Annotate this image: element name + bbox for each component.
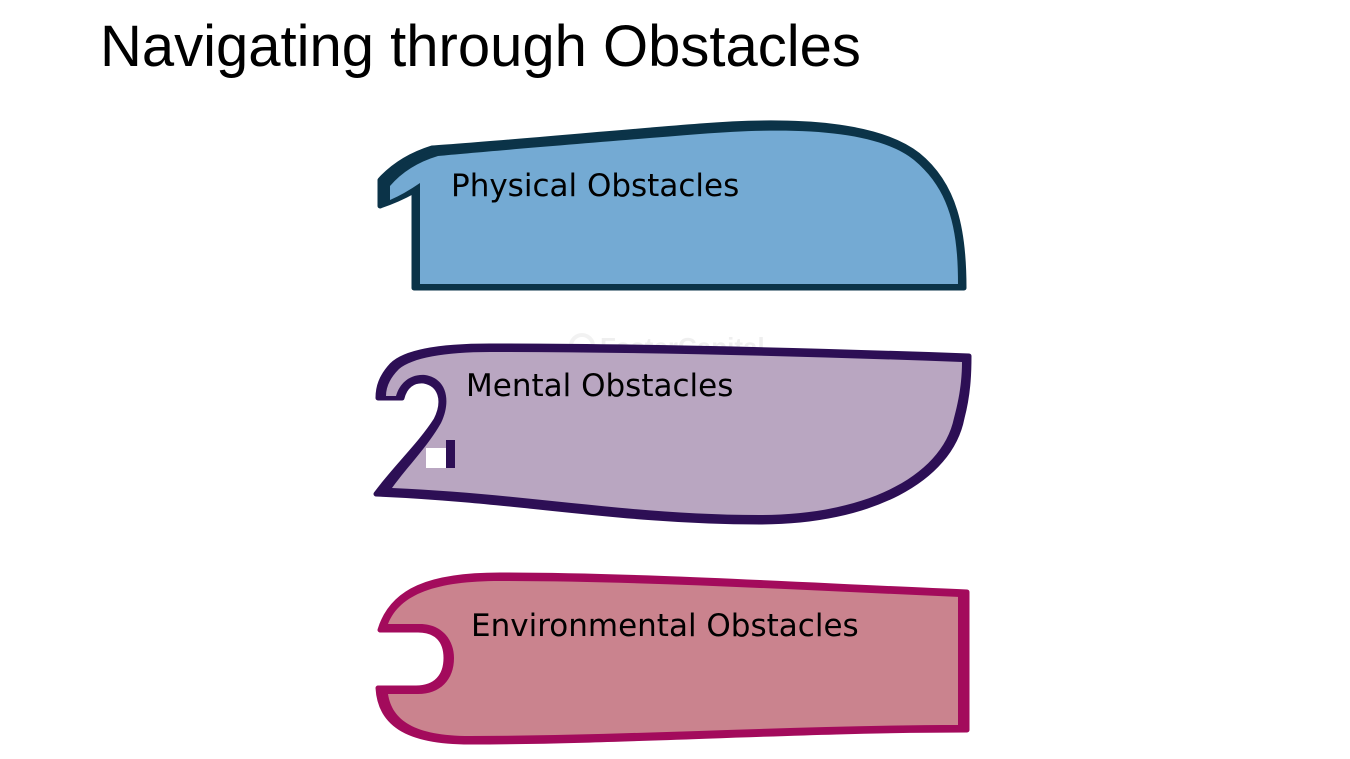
item-3-label: Environmental Obstacles — [471, 608, 859, 644]
item-2-panel — [386, 352, 962, 515]
item-1-label: Physical Obstacles — [451, 168, 739, 204]
item-2-label: Mental Obstacles — [466, 368, 733, 404]
obstacle-item-mental: Mental Obstacles — [373, 343, 972, 525]
item-1-panel — [390, 130, 958, 284]
slide-title: Navigating through Obstacles — [100, 14, 861, 79]
item-2-numeral-stem — [446, 440, 455, 468]
item-3-edge-bar — [958, 592, 967, 730]
obstacle-item-physical: Physical Obstacles — [377, 120, 967, 291]
obstacle-item-environmental: Environmental Obstacles — [375, 572, 970, 745]
item-3-panel — [388, 581, 960, 736]
item-2-numeral-tail — [426, 448, 452, 468]
